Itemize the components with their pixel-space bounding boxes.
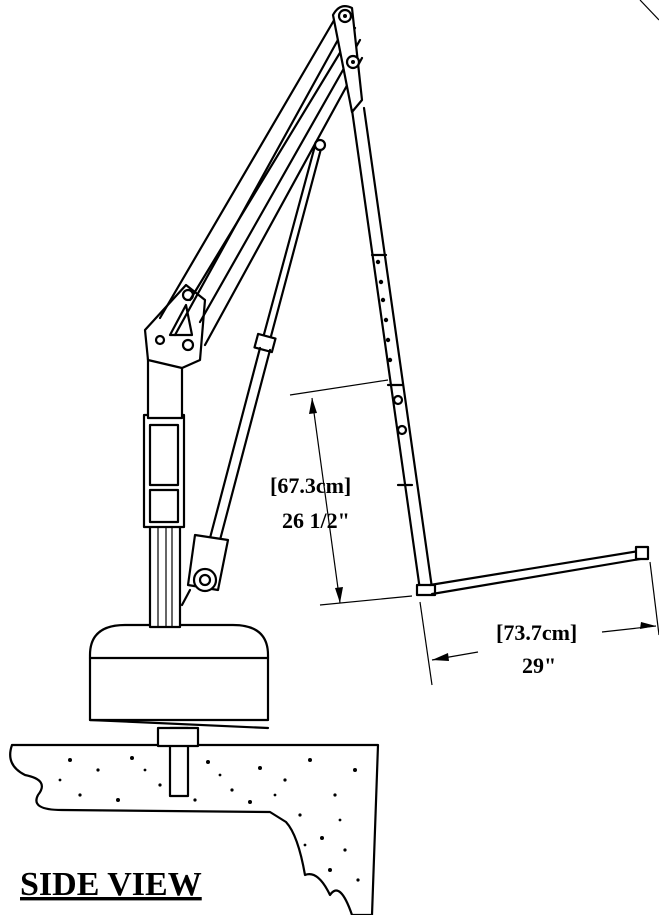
reach-imperial-label: 29" (522, 653, 556, 678)
footrest-bar (428, 545, 650, 596)
height-imperial-label: 26 1/2" (282, 508, 350, 533)
base-housing (88, 623, 270, 730)
view-title: SIDE VIEW (20, 866, 202, 903)
reach-dimension: [73.7cm] 29" (419, 561, 659, 686)
seat-pole (350, 106, 437, 597)
anchor-post (156, 726, 200, 798)
mast (142, 356, 186, 629)
concrete-deck (9, 743, 380, 915)
height-dimension: [67.3cm] 26 1/2" (270, 379, 413, 606)
boom-tip (331, 5, 364, 114)
boom-arms (158, 8, 364, 347)
height-metric-label: [67.3cm] (270, 473, 351, 498)
reach-metric-label: [73.7cm] (496, 620, 577, 645)
actuator (180, 138, 327, 607)
corner-trim-line (639, 0, 659, 21)
concrete-speckles (58, 756, 360, 882)
